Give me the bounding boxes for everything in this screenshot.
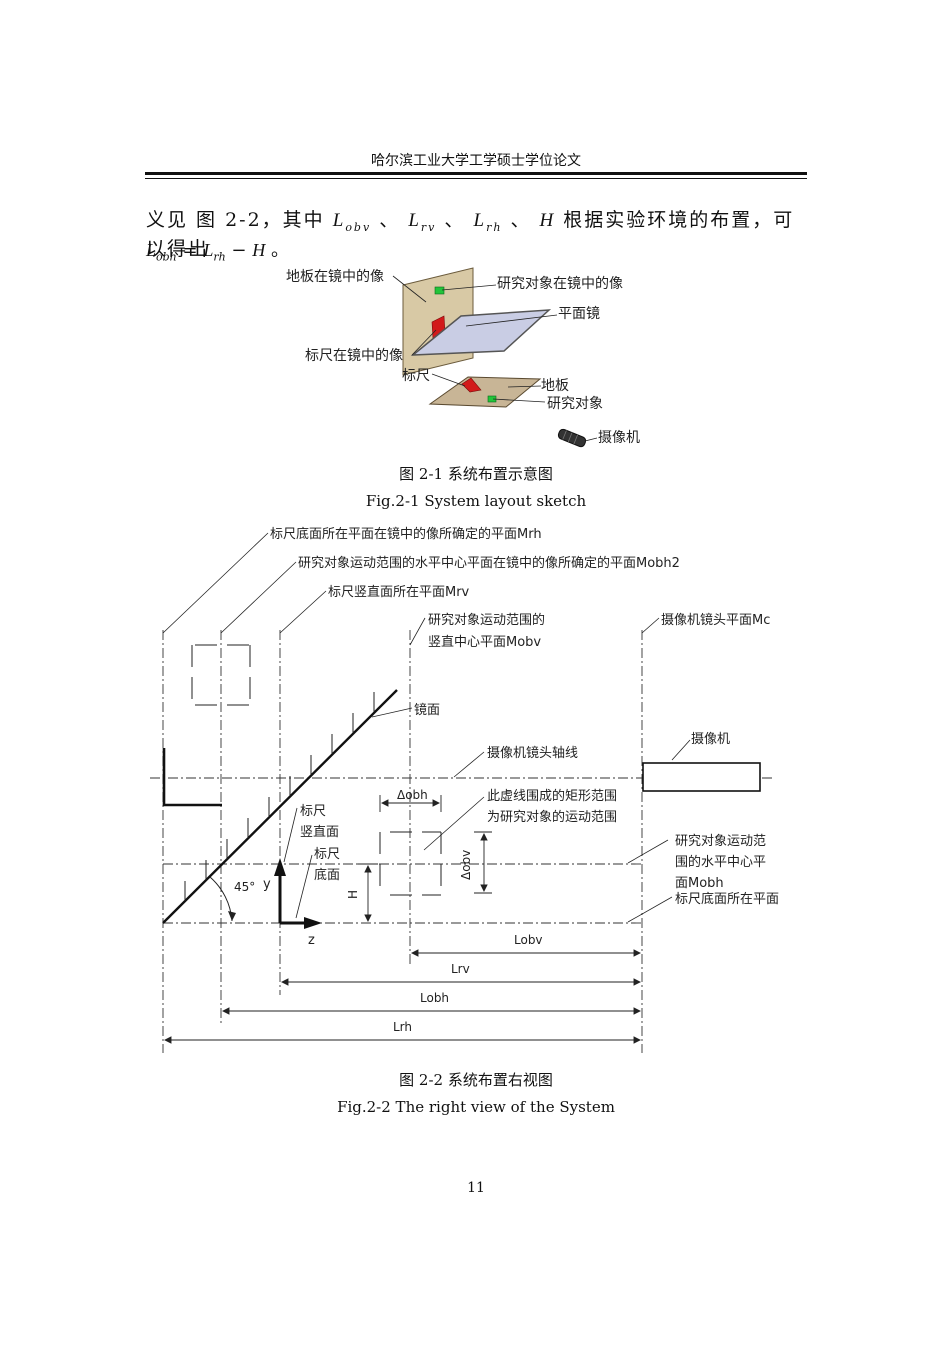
figure-2-caption-cn: 图 2-2 系统布置右视图 [399, 1071, 553, 1089]
label-l-obh: Lobh [420, 991, 449, 1005]
label-camera-axis: 摄像机镜头轴线 [487, 746, 578, 761]
mirror-line [162, 689, 398, 924]
mirror-ruler-shape [162, 748, 222, 807]
label-plane-mobh-2: 围的水平中心平 [675, 854, 766, 870]
label-plane-mobv-2: 竖直中心平面Mobv [428, 635, 541, 650]
label-camera: 摄像机 [691, 732, 730, 747]
symbol-L-rh: L [473, 210, 487, 231]
sub-rv: rv [420, 220, 437, 234]
label-object: 研究对象 [547, 396, 603, 412]
symbol-L-rv: L [408, 210, 421, 231]
page-header: 哈尔滨工业大学工学硕士学位论文 [371, 153, 581, 169]
plane-mirror [410, 309, 552, 356]
formula: Lobh = Lrh − H 。 [146, 236, 289, 264]
header-rule-thin [145, 178, 807, 179]
label-ruler-vertical-1: 标尺 [300, 804, 326, 819]
label-axis-y: y [263, 877, 271, 892]
label-l-obv: Lobv [514, 933, 543, 947]
mirror-image-rect [191, 644, 251, 706]
label-floor-mirror-image: 地板在镜中的像 [286, 269, 384, 285]
label-plane-mrh: 标尺底面所在平面在镜中的像所确定的平面Mrh [270, 526, 542, 542]
sep-1: 、 [379, 209, 401, 231]
label-rect-note-1: 此虚线围成的矩形范围 [487, 788, 617, 804]
sep-2: 、 [444, 209, 466, 231]
object-image-block [434, 286, 445, 295]
page-number: 11 [467, 1180, 485, 1196]
symbol-H: H [539, 210, 556, 231]
label-object-mirror-image: 研究对象在镜中的像 [497, 276, 623, 292]
label-ruler-mirror-image: 标尺在镜中的像 [305, 348, 403, 364]
figure-2-2: 标尺底面所在平面在镜中的像所确定的平面Mrh 研究对象运动范围的水平中心平面在镜… [150, 526, 779, 1053]
label-ruler: 标尺 [402, 368, 430, 384]
label-plane-mrv: 标尺竖直面所在平面Mrv [328, 585, 470, 600]
formula-eq: = [182, 240, 198, 261]
sep-3: 、 [510, 209, 532, 231]
label-ruler-bottom-plane: 标尺底面所在平面 [675, 891, 779, 907]
label-angle: 45° [234, 880, 255, 894]
paragraph-tail: 根据实验环境的布置，可以得出 [146, 209, 795, 260]
label-plane-mobh2: 研究对象运动范围的水平中心平面在镜中的像所确定的平面Mobh2 [298, 555, 680, 571]
floor-plate [428, 376, 542, 408]
height-dim [358, 863, 378, 923]
label-plane-mobv-1: 研究对象运动范围的 [428, 612, 545, 628]
motion-range-rect [379, 831, 442, 896]
label-height: H [346, 890, 360, 899]
label-rect-note-2: 为研究对象的运动范围 [487, 809, 617, 825]
label-delta-obh: Δobh [397, 788, 428, 802]
mirror-hatch [184, 692, 375, 901]
label-plane-mirror: 平面镜 [558, 306, 600, 322]
header-rule-thick [145, 172, 807, 175]
label-plane-mc: 摄像机镜头平面Mc [661, 613, 770, 628]
sub-rh: rh [486, 220, 503, 234]
label-l-rv: Lrv [451, 962, 470, 976]
figure-1-caption-en: Fig.2-1 System layout sketch [365, 492, 587, 510]
label-camera: 摄像机 [598, 430, 640, 446]
delta-obh-dim [379, 795, 442, 812]
bottom-dimensions [163, 949, 642, 1044]
label-ruler-vertical-2: 竖直面 [300, 825, 339, 840]
formula-H: H [252, 240, 266, 260]
symbol-L-obv: L [332, 210, 346, 231]
camera-icon [557, 428, 587, 448]
label-floor: 地板 [541, 378, 569, 394]
body-paragraph: 义见 图 2-2，其中 Lobv 、 Lrv 、 Lrh 、 H 根据实验环境的… [146, 205, 808, 261]
formula-minus: − [231, 240, 247, 261]
label-mirror: 镜面 [414, 703, 440, 718]
ruler-block [461, 377, 482, 393]
label-plane-mobh-3: 面Mobh [675, 876, 724, 891]
label-delta-obv: Δobv [459, 850, 473, 880]
figure-1-caption-cn: 图 2-1 系统布置示意图 [399, 465, 553, 483]
formula-L-rh: L [203, 240, 214, 260]
paragraph-lead: 义见 图 2-2，其中 [146, 209, 325, 231]
sub-obv: obv [345, 220, 372, 234]
figure-2-caption-en: Fig.2-2 The right view of the System [337, 1098, 615, 1116]
formula-end: 。 [270, 240, 289, 261]
label-ruler-bottom-2: 底面 [314, 867, 340, 883]
label-axis-z: z [308, 933, 315, 948]
label-l-rh: Lrh [393, 1020, 412, 1034]
label-ruler-bottom-1: 标尺 [314, 847, 340, 862]
label-plane-mobh-1: 研究对象运动范 [675, 834, 766, 849]
delta-obv-dim [474, 831, 492, 894]
formula-L-obh: L [146, 240, 157, 260]
formula-sub-obh: obh [156, 250, 177, 264]
figure-2-1: 地板在镜中的像 研究对象在镜中的像 平面镜 标尺在镜中的像 标尺 地板 研究对象… [286, 267, 640, 448]
formula-sub-rh: rh [213, 250, 226, 264]
camera-rect [642, 762, 761, 792]
